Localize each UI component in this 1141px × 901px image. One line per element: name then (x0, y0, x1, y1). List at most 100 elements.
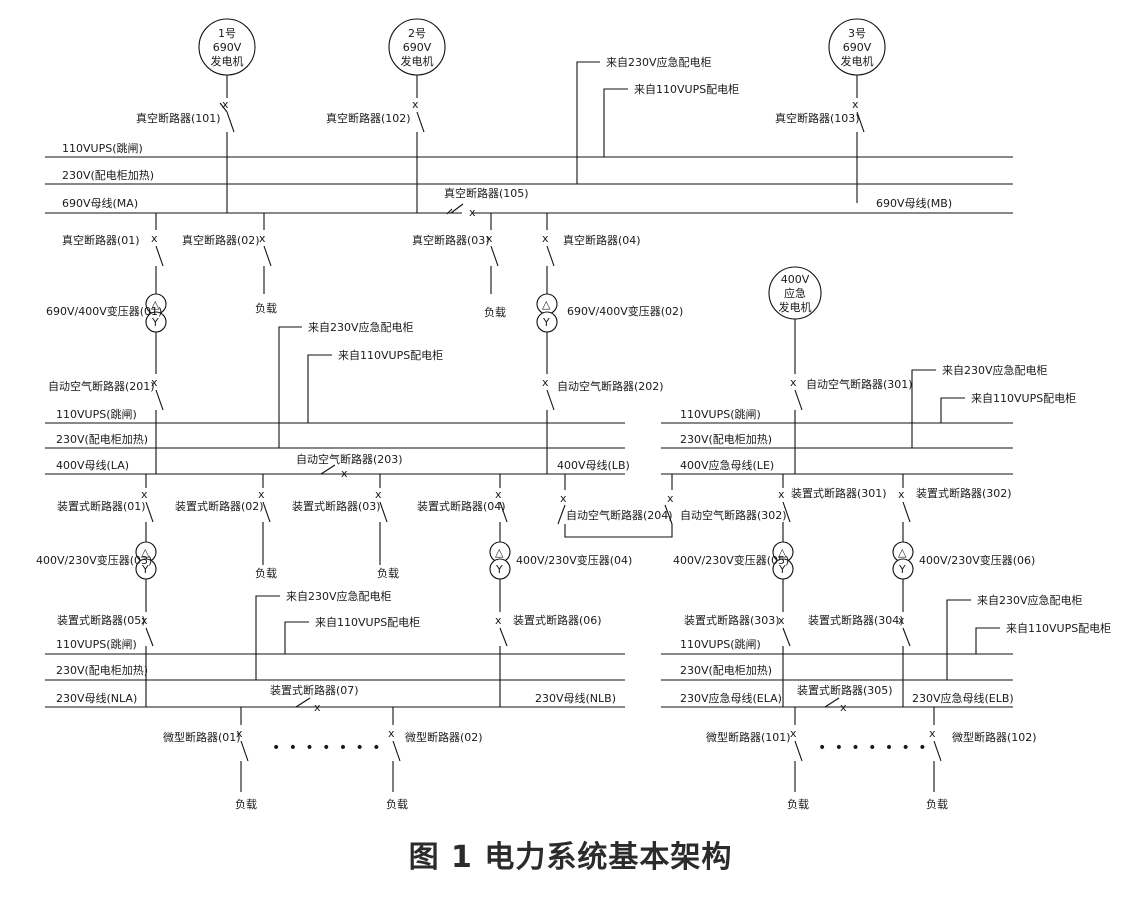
ma-mb-feeders: x 真空断路器(01) x 真空断路器(02) 负载 x 真空断路器(03) 负… (62, 213, 641, 319)
figure-caption: 图 1 电力系统基本架构 (408, 840, 733, 875)
breaker-label-m01: 装置式断路器(01) (57, 499, 146, 513)
generator-2-label: 2号 (408, 27, 426, 40)
feeders-400v: x 装置式断路器(01) x 装置式断路器(02) 负载 x 装置式断路器(03… (57, 474, 1012, 580)
transformer-400-06: △ Y 400V/230V变压器(06) (892, 541, 1035, 612)
breaker-label-301: 自动空气断路器(301) (806, 377, 913, 391)
breaker-label-m303: 装置式断路器(303) (684, 613, 780, 627)
incomer-breakers-230v: x 装置式断路器(05) x 装置式断路器(06) x 装置式断路器(303) … (57, 613, 911, 707)
bus-label-elb: 230V应急母线(ELB) (912, 691, 1014, 705)
breaker-x-mark: x (314, 701, 321, 714)
transformer-690-02: △ Y 690V/400V变压器(02) (536, 293, 683, 374)
bus-label-nlb: 230V母线(NLB) (535, 691, 616, 705)
final-feeders: x 微型断路器(01) 负载 • • • • • • • x 微型断路器(02)… (163, 707, 1037, 811)
buses-400v: 110VUPS(跳闸) 230V(配电柜加热) 400V母线(LA) 400V母… (45, 407, 1013, 475)
generator-2-voltage: 690V (403, 41, 432, 54)
breaker-x-mark: x (778, 614, 785, 627)
breaker-label-203: 自动空气断路器(203) (296, 452, 403, 466)
breaker-x-mark: x (495, 488, 502, 501)
load-label: 负载 (255, 566, 277, 580)
generator-3: 3号 690V 发电机 (828, 18, 886, 76)
transformer-label-690-01: 690V/400V变压器(01) (46, 304, 162, 318)
breaker-label-105: 真空断路器(105) (444, 186, 529, 200)
load-label: 负载 (926, 797, 948, 811)
breaker-x-mark: x (790, 376, 797, 389)
bus-label-nla: 230V母线(NLA) (56, 691, 137, 705)
breaker-x-mark: x (898, 614, 905, 627)
breaker-label-201: 自动空气断路器(201) (48, 379, 155, 393)
breaker-label-m301: 装置式断路器(301) (791, 486, 887, 500)
bus-label-la: 400V母线(LA) (56, 458, 129, 472)
feed-label-230-nl: 来自230V应急配电柜 (286, 589, 392, 603)
bus-label-110vups-emg230: 110VUPS(跳闸) (680, 637, 761, 651)
bus-label-110vups-400: 110VUPS(跳闸) (56, 407, 137, 421)
feed-label-110-top: 来自110VUPS配电柜 (634, 83, 739, 96)
breaker-x-mark: x (852, 98, 859, 111)
bus-label-230v-heat-emg230: 230V(配电柜加热) (680, 664, 772, 677)
generator-3-label: 3号 (848, 27, 866, 40)
breaker-label-103: 真空断路器(103) (775, 111, 860, 125)
load-label: 负载 (787, 797, 809, 811)
delta-mark: △ (151, 298, 160, 311)
breaker-x-mark: x (141, 488, 148, 501)
wye-mark: Y (151, 316, 159, 329)
incomer-breakers-400v: x 自动空气断路器(201) x 自动空气断路器(202) (48, 376, 664, 474)
bus-label-230v-heat-400: 230V(配电柜加热) (56, 433, 148, 446)
feed-label-230-el: 来自230V应急配电柜 (977, 593, 1083, 607)
breaker-label-101: 真空断路器(101) (136, 111, 221, 125)
emergency-generator-label: 应急 (784, 286, 806, 300)
generator-1: 1号 690V 发电机 (198, 18, 256, 76)
breaker-label-v01: 真空断路器(01) (62, 233, 140, 247)
breaker-x-mark: x (469, 206, 476, 219)
load-label: 负载 (484, 305, 506, 319)
breaker-label-v03: 真空断路器(03) (412, 233, 490, 247)
feed-lines-400v: 来自230V应急配电柜 来自110VUPS配电柜 来自230V应急配电柜 来自1… (278, 320, 1076, 448)
breaker-label-202: 自动空气断路器(202) (557, 379, 664, 393)
breaker-x-mark: x (375, 488, 382, 501)
bus-label-110vups-top: 110VUPS(跳闸) (62, 141, 143, 155)
transformer-690-01: △ Y 690V/400V变压器(01) (46, 293, 167, 374)
bus-label-110vups-230: 110VUPS(跳闸) (56, 637, 137, 651)
transformer-400-05: △ Y 400V/230V变压器(05) (673, 541, 794, 612)
breaker-label-102: 真空断路器(102) (326, 111, 411, 125)
breaker-x-mark: x (898, 488, 905, 501)
bus-tie-105: x 真空断路器(105) (444, 186, 529, 219)
feed-lines-230v: 来自230V应急配电柜 来自110VUPS配电柜 来自230V应急配电柜 来自1… (255, 589, 1111, 680)
generator-2: 2号 690V 发电机 (388, 18, 446, 76)
feed-label-110-emg: 来自110VUPS配电柜 (971, 392, 1076, 405)
delta-mark: △ (542, 298, 551, 311)
breaker-x-mark: x (790, 727, 797, 740)
wye-mark: Y (495, 563, 503, 576)
transformer-label-400-04: 400V/230V变压器(04) (516, 553, 632, 567)
breaker-label-m02: 装置式断路器(02) (175, 499, 264, 513)
top-feed-lines: 来自230V应急配电柜 来自110VUPS配电柜 (576, 55, 739, 184)
breaker-x-mark: x (542, 376, 549, 389)
breaker-label-m07: 装置式断路器(07) (270, 683, 359, 697)
transformer-label-400-05: 400V/230V变压器(05) (673, 553, 789, 567)
breaker-label-m305: 装置式断路器(305) (797, 683, 893, 697)
load-label: 负载 (377, 566, 399, 580)
delta-mark: △ (778, 546, 787, 559)
delta-mark: △ (898, 546, 907, 559)
breaker-label-mcb02: 微型断路器(02) (405, 730, 483, 744)
breaker-label-m03: 装置式断路器(03) (292, 499, 381, 513)
breaker-x-mark: x (486, 232, 493, 245)
breaker-label-mcb101: 微型断路器(101) (706, 730, 791, 744)
breaker-label-m06: 装置式断路器(06) (513, 613, 602, 627)
bus-label-110vups-emg: 110VUPS(跳闸) (680, 407, 761, 421)
breaker-label-v02: 真空断路器(02) (182, 233, 260, 247)
bus-label-230v-heat-top: 230V(配电柜加热) (62, 169, 154, 182)
bus-tie-305: x 装置式断路器(305) (797, 683, 893, 714)
feed-label-230-400: 来自230V应急配电柜 (308, 320, 414, 334)
breaker-x-mark: x (560, 492, 567, 505)
transformer-label-400-06: 400V/230V变压器(06) (919, 553, 1035, 567)
buses-230v: 110VUPS(跳闸) 230V(配电柜加热) 230V母线(NLA) 230V… (45, 637, 1014, 708)
transformer-400-03: △ Y 400V/230V变压器(03) (36, 541, 157, 612)
ellipsis-dots: • • • • • • • (272, 740, 383, 756)
top-buses: 110VUPS(跳闸) 230V(配电柜加热) 690V母线(MA) 690V母… (45, 141, 1013, 214)
delta-mark: △ (141, 546, 150, 559)
breaker-label-m05: 装置式断路器(05) (57, 613, 146, 627)
bus-label-le: 400V应急母线(LE) (680, 458, 774, 472)
bus-tie-203: x 自动空气断路器(203) (296, 452, 403, 480)
generator-3-voltage: 690V (843, 41, 872, 54)
